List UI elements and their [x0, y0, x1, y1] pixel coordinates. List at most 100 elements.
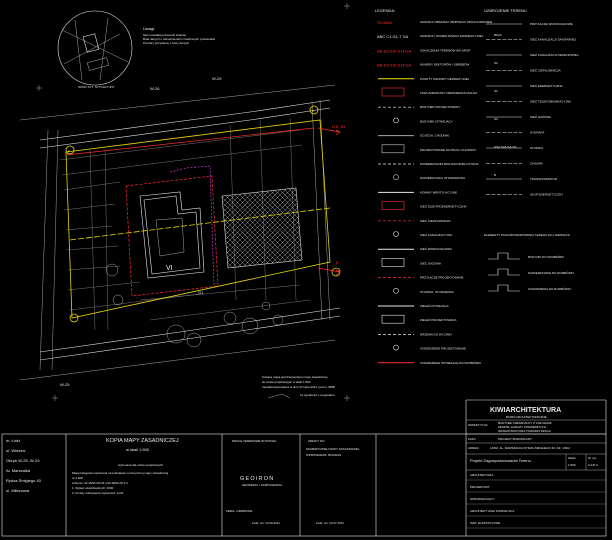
terrain-text: SIEĆ KANALIZACJI SANITARNEJ: [530, 37, 577, 42]
changes-header: ZMIANY DO: [308, 439, 325, 443]
legend-text: SIEĆ KANALIZACYJNA: [420, 232, 452, 237]
terrain-sample: SSA,S3A,SA-SS: [494, 145, 516, 149]
staff-row: ARCHITEKTURA: [470, 473, 493, 477]
copy-note: Arkusze: W-18/W-29 D3.4.W-18/W-29 3.4: [72, 481, 128, 485]
legend-text: PROJEKTOWANE DOJŚCIA I CHODNIKI: [420, 147, 476, 152]
scale-value: 1:500: [568, 463, 576, 467]
site-plan: VI A B D.E. B1 E G1 W-26 W-29 W-25: [19, 3, 350, 401]
address-line: Rydza-Śmigłego 43: [6, 478, 42, 483]
terrain-item: SIEĆ GAZOWA: [486, 114, 551, 119]
legend-symbol: [381, 258, 405, 267]
legend-text: GRANICA OBSZARU OBJĘTEGO OPRACOWANIEM: [420, 20, 493, 24]
terrain-text: ZASUWA: [530, 162, 543, 166]
legend-symbol: [393, 174, 399, 180]
terrain-text: SIEĆ KANALIZACJI DESZCZOWEJ: [530, 52, 579, 57]
drawing-title: Projekt Zagospodarowania Terenu: [470, 458, 531, 463]
demolition-item: BUDYNKI DO ROZBIÓRKI: [488, 252, 564, 260]
legend-symbol: [381, 87, 405, 97]
inwestycja-text: ZESPÓŁ GARAŻY PODZIEMNYCH: [498, 424, 546, 429]
legend-item: PRZYŁĄCZE PROJEKTOWANE: [378, 276, 464, 280]
legend-item: OGRODZENIE PROJEKTOWANE: [393, 344, 466, 351]
address-line: m. Łódź: [6, 438, 20, 443]
legend-title: LEGENDA:: [375, 8, 395, 13]
legend-item: BUDYNEK PROJEKTOWANY: [378, 105, 460, 109]
map-note: za zgodność z oryginałem: [300, 393, 335, 397]
legend-item: STUDNIA, STUDZIENKA: [393, 287, 454, 294]
demolition-item: NAWIERZCHNIE DO ROZBIÓRKI: [488, 268, 574, 276]
legend-item: AB B1CDE E1FGA NUMERY SEKTORÓW / OBRĘBÓW: [377, 62, 470, 68]
legend-item: SIEĆ GAZOWA: [381, 258, 441, 267]
inset-label-line: Sieci posiadaj przewody stalowe: [143, 33, 187, 37]
terrain-text: HYDRANT: [530, 131, 545, 135]
legend-symbol: [381, 201, 405, 210]
terrain-section-title: ELEMENTY ZAGOSPODAROWANIA TERENU DO LIKW…: [484, 233, 570, 237]
legend-item: SIEĆ ELEKTROENERGETYCZNA: [381, 201, 467, 210]
address-value: ŁÓDŹ, AL. MARSZAŁKA RYDZA-ŚMIGŁEGO 43, D…: [490, 445, 570, 450]
demolition-text: BUDYNKI DO ROZBIÓRKI: [528, 254, 564, 259]
terrain-text: SIEĆ TELEKOMUNIKACYJNA: [530, 99, 571, 104]
legend-sample: ABC C1 G1-7 GA: [377, 34, 409, 39]
section-label: D.E. B1: [332, 124, 347, 129]
legend-text: PRZYŁĄCZE PROJEKTOWANE: [420, 276, 464, 280]
copy-note: 1. Wykaz współrzędnych: 2000: [72, 486, 114, 490]
copy-purpose: wykonana dla celów projektowych: [118, 463, 164, 467]
kerg-number: KERG: 4.8800/2011: [226, 509, 253, 513]
legend-item: SIEĆ WODOCIĄGOWA: [378, 246, 452, 251]
terrain-title: UZBROJENIE TERENU: [484, 8, 527, 13]
changes-sign: Łódź, dn. 12.07.2011: [316, 521, 344, 525]
legend-item: PROJEKTOWANE DOJŚCIA I CHODNIKI: [381, 144, 476, 154]
inset-label-title: Uwagi:: [143, 26, 155, 31]
legend-text: LINIA ZABUDOWY NIEPRZEKRACZALNA: [420, 91, 477, 95]
legend-symbol: [393, 287, 399, 294]
legend-text: BUDYNEK ISTNIEJĄCY: [420, 119, 453, 123]
terrain-item: TRANSFORMATOR: [486, 177, 558, 181]
terrain-item: SIEĆ KANALIZACJI SANITARNEJ: [486, 37, 577, 42]
building-label: VI: [166, 265, 173, 272]
legend-sample: AB B1CDE E1FGA: [377, 63, 411, 68]
terrain-text: SŁUP ENERGETYCZNY: [530, 193, 563, 197]
phase-value: PROJEKT BUDOWLANY: [498, 437, 532, 441]
legend-text: STUDNIA, STUDZIENKA: [420, 290, 454, 294]
number-value: Z-1/P-2: [588, 463, 598, 467]
legend-text: POWIERZCHNIA BIOLOGICZNIE CZYNNA: [420, 162, 479, 166]
terrain-item: HYDRANT: [486, 131, 545, 135]
terrain-sample: B: [494, 173, 496, 177]
legend-item: ZIELEŃ ISTNIEJĄCA: [378, 304, 449, 308]
surveyor-logo: GEOIRON: [240, 476, 274, 482]
legend-item: OGRODZENIE ISTNIEJĄCE DO ROZBIÓRKI: [378, 360, 481, 365]
terrain-item: ZASUWA: [486, 162, 543, 166]
terrain-sample: 80wS: [494, 33, 502, 37]
inwestycja-text: INFRASTRUKTURA TOWARZYSZĄCA: [498, 429, 551, 433]
legend-text: PUNKTY OSNOWY GEODEZYJNEJ: [420, 77, 470, 81]
phase-label: FAZA:: [468, 437, 477, 441]
demolition-symbol: [488, 252, 520, 260]
terrain-item: SIEĆ ENERGETYCZNA: [486, 83, 563, 88]
terrain-text: STUDNIA: [530, 146, 543, 150]
legend-symbol: [381, 314, 405, 324]
legend-text: KOMINY WENTYLACYJNE: [420, 190, 457, 194]
legend-item: LINIA ZABUDOWY NIEPRZEKRACZALNA: [381, 87, 477, 97]
legend-text: DOJŚCIA, CHODNIKI: [420, 133, 450, 138]
legend-text: NUMERY SEKTORÓW / OBRĘBÓW: [420, 62, 470, 67]
demolition-item: OGRODZENIA DO ROZBIÓRKI: [488, 284, 571, 292]
copy-note: 2. Punkty odniesienia wysokości: Łódź: [72, 491, 124, 495]
demolition-symbol: [488, 284, 520, 292]
map-note: do celów projektowych w skali 1:500: [262, 380, 311, 384]
demolition-text: OGRODZENIA DO ROZBIÓRKI: [528, 286, 571, 291]
marker-label: A: [68, 149, 70, 153]
scale-label: Skala: [568, 456, 576, 460]
legend-text: DRZEWA DO WYCINKI: [420, 332, 452, 336]
legend-item: SIEĆ KANALIZACYJNA: [393, 231, 452, 237]
inset-caption: SZKIC SYT. SYTUACYJNY: [78, 85, 115, 89]
legend-text: OGRODZENIE PROJEKTOWANE: [420, 347, 466, 351]
legend-sample: AB B1CDE E1FGA: [377, 48, 411, 53]
legend-text: SIEĆ WODOCIĄGOWA: [420, 246, 452, 251]
legend-symbol: [393, 231, 399, 237]
terrain-item: SŁUP ENERGETYCZNY: [486, 193, 563, 197]
copy-scale: w skali 1:500: [126, 447, 150, 452]
legend-item: ZIELEŃ PROJEKTOWANA: [381, 314, 456, 324]
